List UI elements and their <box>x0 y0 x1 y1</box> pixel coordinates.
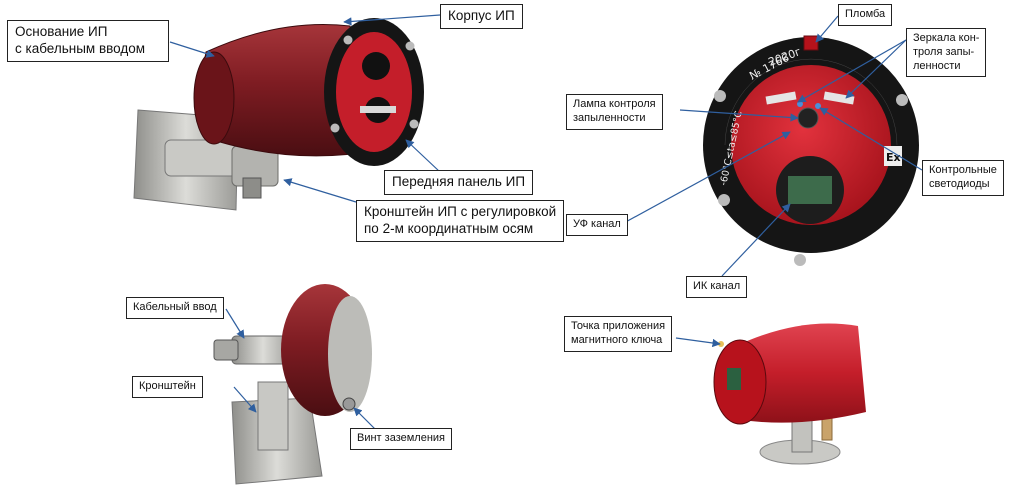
label-front-panel: Передняя панель ИП <box>384 170 534 195</box>
housing-body <box>736 323 866 423</box>
contamination-lamp <box>797 107 819 129</box>
window-bar <box>360 106 396 113</box>
label-seal: Пломба <box>838 4 893 26</box>
contamination-mirror-left <box>765 91 797 105</box>
seal-tab <box>803 35 819 51</box>
bezel-screw <box>343 35 353 45</box>
arrow-control-led <box>819 107 923 171</box>
arrow-bracket-adjustable <box>283 178 357 203</box>
label-bracket-adjustable: Кронштейн ИП с регулировкой по 2-м коорд… <box>356 200 565 242</box>
arrow-cable-entry <box>225 308 245 339</box>
control-led <box>815 103 821 109</box>
label-ground-screw: Винт заземления <box>350 428 452 450</box>
detector-side-view <box>213 284 372 485</box>
bezel-ring-text-path <box>724 58 898 146</box>
contamination-mirror-right <box>823 91 855 105</box>
front-face <box>731 65 891 225</box>
label-bracket: Кронштейн <box>132 376 203 398</box>
bezel-screw <box>405 41 415 51</box>
label-control-leds: Контрольные светодиоды <box>922 160 1004 196</box>
arrow-ir-channel <box>721 203 791 277</box>
detector-main-view <box>133 18 424 211</box>
label-base-cable-entry: Основание ИП с кабельным вводом <box>7 20 169 62</box>
label-ir-channel: ИК канал <box>686 276 748 298</box>
label-contamination-lamp: Лампа контроля запыленности <box>566 94 663 130</box>
bracket-bolt <box>242 177 262 199</box>
label-magnetic-key-point: Точка приложения магнитного ключа <box>564 316 673 352</box>
ir-sensor-board <box>788 176 832 204</box>
bezel-screw <box>714 90 726 102</box>
arrow-mirror-left <box>797 39 907 103</box>
front-window <box>727 368 741 390</box>
housing-rim <box>328 296 372 412</box>
arrow-front-panel <box>405 139 441 173</box>
bezel-screw <box>409 119 419 129</box>
arrow-uv-channel <box>621 131 791 225</box>
label-contamination-mirrors: Зеркала кон- троля запы- ленности <box>906 28 987 78</box>
bezel-screw <box>718 194 730 206</box>
arrow-contamination-lamp <box>679 109 799 122</box>
arrow-seal <box>815 15 839 43</box>
bezel-screw <box>896 94 908 106</box>
cable-gland-nut <box>213 339 239 361</box>
leader-arrows <box>169 14 923 431</box>
arrow-housing <box>343 14 441 26</box>
arrow-ground-screw <box>353 407 377 431</box>
label-housing: Корпус ИП <box>440 4 523 29</box>
arrow-base-cable-entry <box>169 41 215 58</box>
bezel-screw <box>330 123 340 133</box>
detector-angled-view <box>713 323 866 465</box>
detector-front-view: № 1766 2020г -60°C≤ta≤85°C Ex <box>703 35 919 266</box>
upper-window <box>362 52 390 80</box>
ground-screw <box>342 397 356 411</box>
label-cable-entry: Кабельный ввод <box>126 297 224 319</box>
adjustable-bracket <box>164 139 238 177</box>
label-uv-channel: УФ канал <box>566 214 628 236</box>
bezel-screw <box>794 254 806 266</box>
arrow-bracket <box>233 386 257 413</box>
arrow-mirror-right <box>845 39 907 99</box>
arrow-magnetic-key <box>675 337 721 348</box>
housing-rear-cap <box>193 51 235 145</box>
bracket-post <box>257 381 289 451</box>
control-led <box>797 101 803 107</box>
front-panel <box>336 32 412 152</box>
